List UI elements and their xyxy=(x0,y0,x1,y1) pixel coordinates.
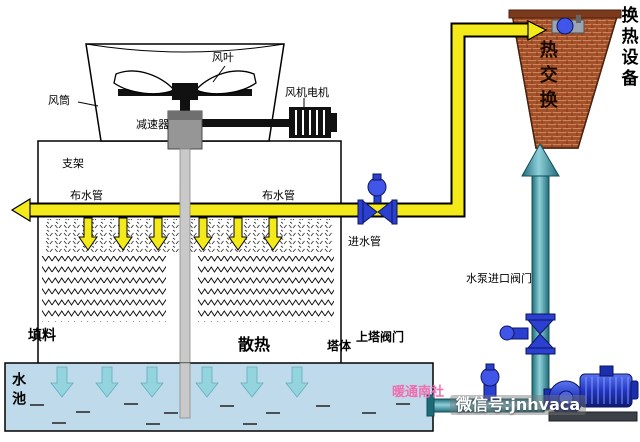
tower-body-label: 塔体 xyxy=(327,339,352,353)
fan-duct-rim xyxy=(85,43,285,53)
fan-blade-label: 风叶 xyxy=(212,51,234,64)
fan-motor-label: 风机电机 xyxy=(285,86,329,99)
fan-motor-fins xyxy=(295,110,325,135)
inlet-valve xyxy=(357,173,398,225)
fill-block-right xyxy=(198,256,334,322)
pump-motor-fins xyxy=(585,377,629,404)
fan-blade-leader xyxy=(212,65,226,83)
pool-shape xyxy=(4,362,434,432)
pump-suction-flange xyxy=(426,394,435,417)
support-label: 支架 xyxy=(62,157,84,170)
yellow-pipe xyxy=(26,24,530,216)
pump-inlet-valve-shape xyxy=(499,313,556,355)
fan-shaft xyxy=(180,98,190,114)
pipe-arrow-right xyxy=(527,20,548,42)
motor-link-bar xyxy=(202,119,290,127)
pump-motor xyxy=(579,373,633,408)
heat-exchange-equipment-label: 换热设备 xyxy=(617,6,638,90)
pipe-arrow-left xyxy=(10,197,31,223)
pool-arrows xyxy=(50,366,309,398)
pump xyxy=(543,365,639,422)
fan-duct-label: 风筒 xyxy=(48,94,70,107)
reducer-label: 减速器 xyxy=(136,118,169,131)
spray-arrows xyxy=(78,217,283,251)
exchanger-top-fitting xyxy=(551,15,585,35)
fill-block-left xyxy=(42,256,166,322)
water-dist-pipe-right-label: 布水管 xyxy=(262,189,295,202)
heat-dissipation-label: 散热 xyxy=(238,335,271,354)
drive-shaft xyxy=(179,148,191,364)
brand-watermark: 暖通南社 xyxy=(392,385,445,400)
riser-pipe xyxy=(531,171,550,411)
upper-tower-valve-label: 上塔阀门 xyxy=(356,330,405,344)
pump-end-cap xyxy=(630,380,639,400)
water-dist-pipe-left-label: 布水管 xyxy=(70,189,103,202)
fan-motor-cap xyxy=(331,113,337,132)
pump-base xyxy=(548,411,638,422)
pool-water-dashes xyxy=(30,403,410,425)
reducer-top-shade xyxy=(168,111,202,120)
pump-terminal-box xyxy=(599,365,614,377)
pool-label: 水池 xyxy=(10,372,27,410)
fill-material-label: 填料 xyxy=(28,328,56,344)
fan-duct-leader xyxy=(77,101,99,107)
fan-hub xyxy=(172,83,198,100)
inlet-pipe-label: 进水管 xyxy=(348,235,381,248)
riser-arrow-up xyxy=(521,143,560,177)
bottom-valve xyxy=(480,363,500,401)
heat-exchange-label: 热交换 xyxy=(536,40,558,115)
drive-shaft-lower xyxy=(179,362,191,419)
wechat-watermark: 微信号:jnhvaca xyxy=(450,395,587,416)
heat-exchanger-top-bar xyxy=(508,9,622,19)
pump-inlet-valve-label: 水泵进口阀门 xyxy=(466,272,532,285)
